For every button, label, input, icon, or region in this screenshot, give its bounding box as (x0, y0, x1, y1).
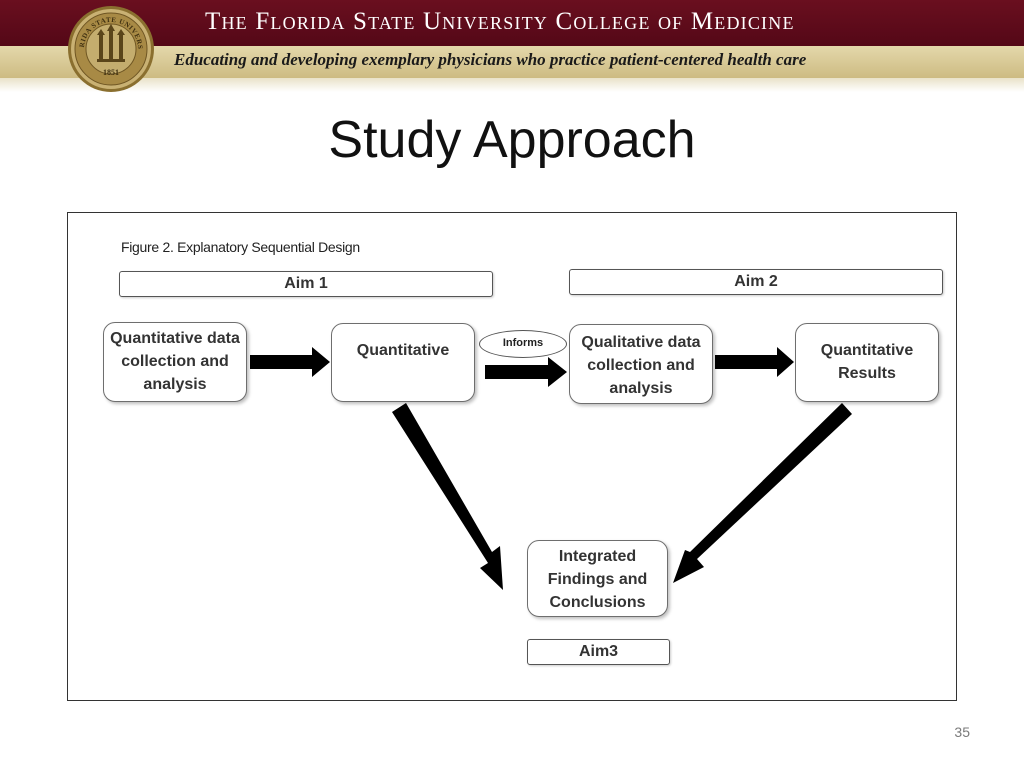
node-qual-data-collection: Qualitative data collection and analysis (569, 324, 713, 404)
node-quantitative: Quantitative (331, 323, 475, 402)
slide-header: The Florida State University College of … (0, 0, 1024, 92)
node-qual-data-collection-label: Qualitative data collection and analysis (581, 334, 701, 397)
node-quant-data-collection-label: Quantitative data collection and analysi… (110, 330, 240, 393)
page-number: 35 (954, 724, 970, 740)
figure-caption: Figure 2. Explanatory Sequential Design (121, 239, 360, 255)
node-integrated-findings: Integrated Findings and Conclusions (527, 540, 668, 617)
node-quant-results: Quantitative Results (795, 323, 939, 402)
header-fade (0, 78, 1024, 92)
node-quant-data-collection: Quantitative data collection and analysi… (103, 322, 247, 402)
node-integrated-findings-label: Integrated Findings and Conclusions (547, 548, 648, 611)
seal-year: 1851 (103, 68, 119, 77)
node-quantitative-label: Quantitative (356, 342, 450, 359)
header-gold-band (0, 46, 1024, 78)
tagline: Educating and developing exemplary physi… (174, 50, 807, 69)
aim-1-label: Aim 1 (119, 271, 493, 297)
aim-2-label: Aim 2 (569, 269, 943, 295)
node-quant-results-label: Quantitative Results (820, 342, 914, 382)
aim-3-label: Aim3 (527, 639, 670, 665)
fsu-seal-icon: FLORIDA STATE UNIVERSITY 1851 (67, 5, 154, 92)
college-name: The Florida State University College of … (205, 8, 795, 35)
header-maroon-band (0, 0, 1024, 46)
informs-label: Informs (479, 330, 567, 358)
slide-title: Study Approach (328, 111, 696, 169)
